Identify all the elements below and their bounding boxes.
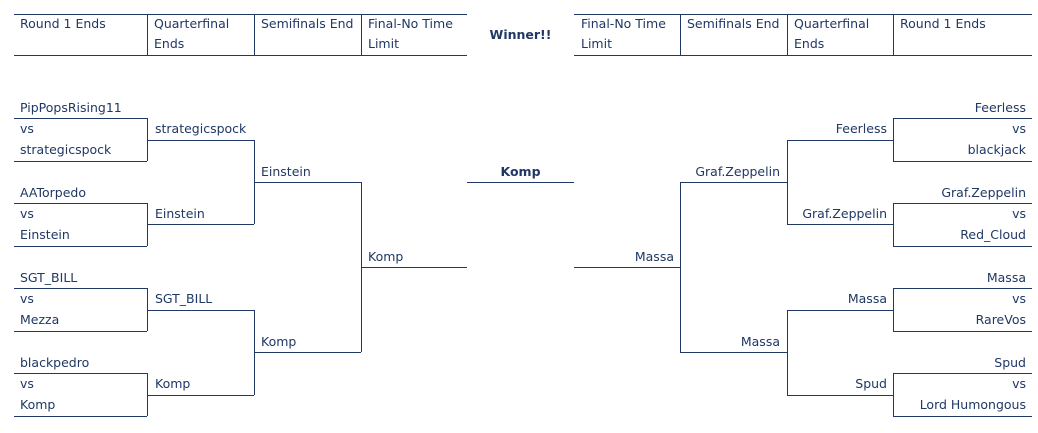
header-round1-right: Round 1 Ends bbox=[900, 16, 986, 31]
right-r1-m4-bottom: Lord Humongous bbox=[919, 397, 1026, 412]
right-qf-4: Spud bbox=[855, 376, 887, 391]
bracket-line bbox=[893, 373, 894, 416]
bracket-line bbox=[893, 288, 1032, 289]
right-r1-m3-vs: vs bbox=[1012, 291, 1026, 306]
bracket-line bbox=[14, 416, 147, 417]
bracket-line bbox=[147, 373, 148, 416]
bracket-line bbox=[147, 395, 254, 396]
bracket-line bbox=[893, 118, 1032, 119]
bracket-line bbox=[147, 140, 254, 141]
winner-name: Komp bbox=[500, 164, 541, 179]
header-divider bbox=[147, 14, 148, 56]
left-final: Komp bbox=[368, 249, 404, 264]
bracket-line bbox=[787, 310, 788, 395]
left-r1-m1-top: PipPopsRising11 bbox=[20, 100, 122, 115]
right-sf-2: Massa bbox=[740, 334, 780, 349]
header-final-left: Final-No Time Limit bbox=[368, 16, 453, 51]
left-r1-m2-bottom: Einstein bbox=[20, 227, 70, 242]
bracket-line bbox=[14, 161, 147, 162]
header-divider bbox=[680, 14, 681, 56]
left-qf-4: Komp bbox=[155, 376, 191, 391]
right-qf-2: Graf.Zeppelin bbox=[802, 206, 887, 221]
right-r1-m1-vs: vs bbox=[1012, 121, 1026, 136]
bracket-line bbox=[147, 288, 148, 331]
left-qf-1: strategicspock bbox=[155, 121, 247, 136]
bracket-line bbox=[893, 246, 1032, 247]
bracket-line bbox=[361, 267, 467, 268]
left-r1-m3-vs: vs bbox=[20, 291, 34, 306]
bracket-line bbox=[680, 182, 787, 183]
right-r1-m3-top: Massa bbox=[986, 270, 1026, 285]
bracket-line bbox=[787, 224, 893, 225]
header-divider bbox=[254, 14, 255, 56]
left-r1-m2-top: AATorpedo bbox=[20, 185, 86, 200]
bracket-line bbox=[680, 352, 787, 353]
right-r1-m1-top: Feerless bbox=[974, 100, 1026, 115]
right-r1-m2-vs: vs bbox=[1012, 206, 1026, 221]
right-qf-3: Massa bbox=[847, 291, 887, 306]
bracket-line bbox=[14, 203, 147, 204]
header-divider bbox=[361, 14, 362, 56]
left-sf-1: Einstein bbox=[261, 164, 311, 179]
header-semifinal-left: Semifinals End bbox=[261, 16, 354, 31]
header-round1-left: Round 1 Ends bbox=[20, 16, 106, 31]
left-r1-m4-bottom: Komp bbox=[20, 397, 56, 412]
bracket-line bbox=[893, 416, 1032, 417]
header-divider bbox=[893, 14, 894, 56]
right-r1-m3-bottom: RareVos bbox=[975, 312, 1026, 327]
header-semifinal-right: Semifinals End bbox=[687, 16, 780, 31]
left-r1-m3-bottom: Mezza bbox=[20, 312, 60, 327]
bracket-line bbox=[254, 182, 361, 183]
right-final: Massa bbox=[634, 249, 674, 264]
left-r1-m3-top: SGT_BILL bbox=[20, 270, 78, 285]
bracket-line bbox=[254, 352, 361, 353]
bracket-line bbox=[14, 288, 147, 289]
bracket-line bbox=[893, 373, 1032, 374]
right-qf-1: Feerless bbox=[835, 121, 887, 136]
bracket-line bbox=[893, 288, 894, 331]
right-sf-1: Graf.Zeppelin bbox=[695, 164, 780, 179]
header-quarterfinal-right: Quarterfinal Ends bbox=[794, 16, 870, 51]
bracket-line bbox=[14, 118, 147, 119]
bracket-line bbox=[787, 140, 893, 141]
right-r1-m4-top: Spud bbox=[994, 355, 1026, 370]
bracket-line bbox=[147, 118, 148, 161]
left-qf-2: Einstein bbox=[155, 206, 205, 221]
bracket-line bbox=[787, 140, 788, 224]
header-final-right: Final-No Time Limit bbox=[581, 16, 666, 51]
bracket-line bbox=[14, 331, 147, 332]
bracket-line bbox=[574, 267, 680, 268]
bracket-line bbox=[14, 373, 147, 374]
left-r1-m1-bottom: strategicspock bbox=[20, 142, 112, 157]
header-left bbox=[14, 14, 467, 56]
header-winner: Winner!! bbox=[489, 27, 552, 42]
bracket-line bbox=[787, 310, 893, 311]
header-divider bbox=[787, 14, 788, 56]
left-r1-m4-top: blackpedro bbox=[20, 355, 90, 370]
header-quarterfinal-left: Quarterfinal Ends bbox=[154, 16, 230, 51]
bracket-line bbox=[893, 118, 894, 161]
bracket-line bbox=[893, 203, 1032, 204]
left-r1-m4-vs: vs bbox=[20, 376, 34, 391]
left-qf-3: SGT_BILL bbox=[155, 291, 213, 306]
left-r1-m2-vs: vs bbox=[20, 206, 34, 221]
bracket-line bbox=[893, 203, 894, 246]
bracket-line bbox=[680, 182, 681, 352]
header-right bbox=[574, 14, 1032, 56]
bracket-line bbox=[787, 395, 893, 396]
right-r1-m1-bottom: blackjack bbox=[967, 142, 1026, 157]
bracket-line bbox=[147, 224, 254, 225]
bracket-line bbox=[893, 331, 1032, 332]
right-r1-m2-top: Graf.Zeppelin bbox=[941, 185, 1026, 200]
left-r1-m1-vs: vs bbox=[20, 121, 34, 136]
bracket-line bbox=[14, 246, 147, 247]
bracket-line bbox=[893, 161, 1032, 162]
left-sf-2: Komp bbox=[261, 334, 297, 349]
right-r1-m2-bottom: Red_Cloud bbox=[960, 227, 1026, 242]
bracket-line bbox=[147, 310, 254, 311]
right-r1-m4-vs: vs bbox=[1012, 376, 1026, 391]
bracket-line bbox=[467, 182, 574, 183]
